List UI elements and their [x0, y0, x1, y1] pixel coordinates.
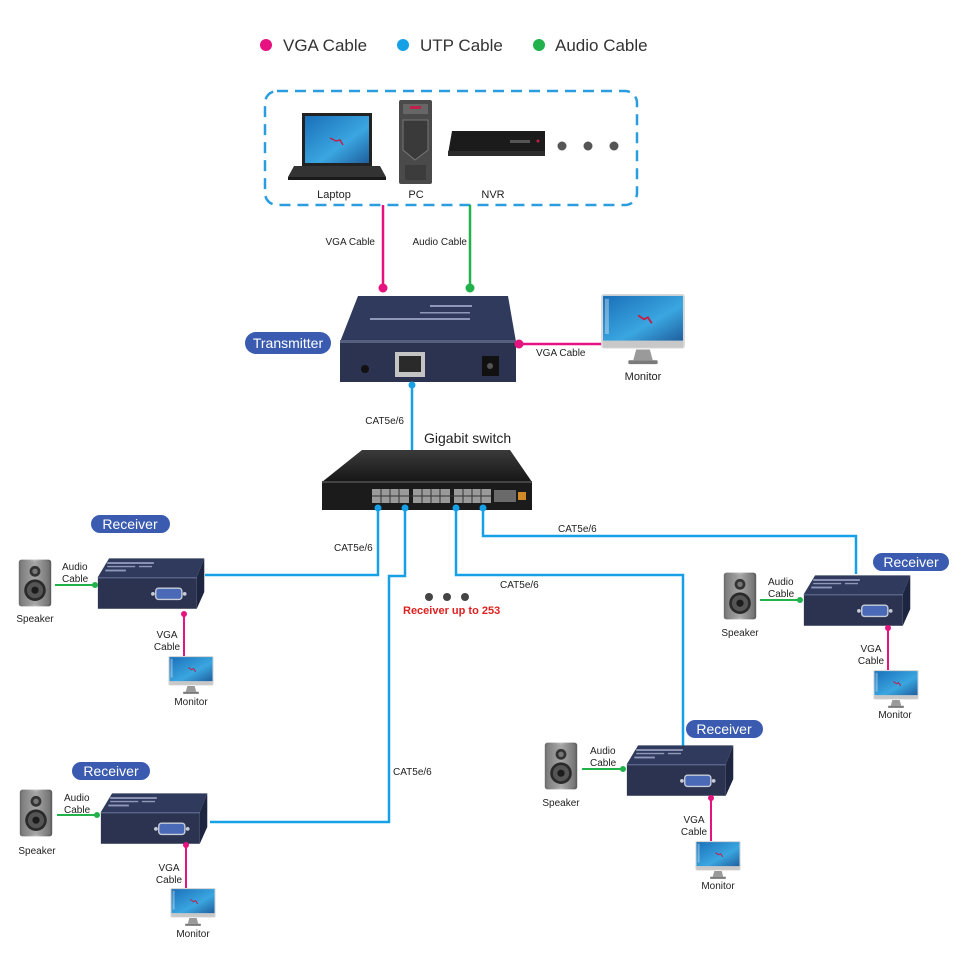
receiver-3: Receiver Speaker Audio Cable VGA Cable M… — [542, 720, 763, 892]
utp-line-rx4 — [481, 508, 858, 574]
tx-switch-link: CAT5e/6 — [365, 381, 416, 450]
audio-label: Cable — [768, 589, 795, 600]
tx-switch-cable-label: CAT5e/6 — [365, 416, 404, 427]
switch-label: Gigabit switch — [424, 430, 511, 446]
audio-connector-dot — [465, 283, 475, 293]
receiver-pill-label: Receiver — [696, 721, 752, 737]
tx-monitor-icon — [600, 292, 686, 366]
speaker-label: Speaker — [721, 628, 759, 639]
transmitter-device — [340, 296, 516, 382]
speaker-icon — [18, 559, 52, 607]
monitor-label: Monitor — [176, 929, 210, 940]
vga-label: VGA — [156, 630, 177, 641]
audio-label: Cable — [64, 805, 91, 816]
monitor-label: Monitor — [701, 881, 735, 892]
receiver-pill-label: Receiver — [883, 554, 939, 570]
audio-cable-label: Audio Cable — [413, 237, 468, 248]
audio-dot-icon — [533, 39, 545, 51]
monitor-icon — [169, 887, 217, 927]
receiver-box-icon — [626, 744, 734, 797]
legend-label: UTP Cable — [420, 36, 503, 55]
legend: VGA Cable UTP Cable Audio Cable — [260, 36, 648, 55]
audio-label: Cable — [62, 574, 89, 585]
speaker-label: Speaker — [542, 798, 580, 809]
switch-port-dots — [374, 504, 487, 512]
receiver-1: Receiver Speaker Audio Cable VGA Cable M… — [16, 515, 215, 708]
gigabit-switch-icon — [322, 450, 532, 510]
audio-label: Cable — [590, 758, 617, 769]
receiver-box-icon — [97, 557, 205, 610]
receiver-pill — [686, 720, 763, 738]
utp-cables — [205, 508, 858, 824]
receiver-4: Receiver Speaker Audio Cable VGA Cable M… — [721, 553, 949, 721]
vga-label: VGA — [158, 863, 179, 874]
legend-label: VGA Cable — [283, 36, 367, 55]
receiver-pill — [873, 553, 949, 571]
source-box-border — [263, 89, 639, 207]
source-cables: VGA Cable Audio Cable — [326, 205, 475, 293]
tx-monitor-label: Monitor — [625, 371, 662, 383]
pc-tower-icon — [399, 100, 432, 184]
vga-label: Cable — [154, 642, 181, 653]
speaker-icon — [19, 789, 53, 837]
rx4-cable-label: CAT5e/6 — [558, 524, 597, 535]
monitor-icon — [167, 655, 215, 695]
audio-label: Audio — [590, 746, 616, 757]
legend-item-vga: VGA Cable — [260, 36, 367, 55]
legend-label: Audio Cable — [555, 36, 648, 55]
vga-label: Cable — [858, 656, 885, 667]
vga-label: Cable — [156, 875, 183, 886]
vga-label: Cable — [681, 827, 708, 838]
receiver-pill — [91, 515, 170, 533]
legend-item-utp: UTP Cable — [397, 36, 503, 55]
speaker-icon — [544, 742, 578, 790]
vga-label: VGA — [683, 815, 704, 826]
pc-label: PC — [408, 189, 423, 201]
receiver-box-icon — [803, 574, 911, 627]
receiver-box-icon — [100, 792, 208, 845]
receiver-pill-label: Receiver — [102, 516, 158, 532]
tx-vga-cable-label: VGA Cable — [536, 348, 586, 359]
more-receivers-dots-icon — [425, 593, 469, 601]
audio-label: Audio — [64, 793, 90, 804]
source-devices-group: Laptop PC NVR — [263, 89, 639, 207]
monitor-label: Monitor — [174, 697, 208, 708]
speaker-label: Speaker — [16, 614, 54, 625]
speaker-label: Speaker — [18, 846, 56, 857]
rx1-cable-label: CAT5e/6 — [334, 543, 373, 554]
monitor-icon — [872, 669, 920, 709]
rx2-cable-label: CAT5e/6 — [393, 767, 432, 778]
audio-label: Audio — [62, 562, 88, 573]
laptop-label: Laptop — [317, 189, 351, 201]
receiver-pill — [72, 762, 150, 780]
transmitter-pill: Transmitter — [245, 332, 331, 354]
nvr-label: NVR — [481, 189, 504, 201]
receiver-limit-note: Receiver up to 253 — [403, 605, 500, 617]
more-dots-icon — [557, 141, 619, 151]
receiver-pill-label: Receiver — [83, 763, 139, 779]
transmitter-pill-label: Transmitter — [253, 335, 324, 351]
vga-cable-label: VGA Cable — [326, 237, 376, 248]
utp-dot-icon — [397, 39, 409, 51]
utp-line-rx3 — [454, 508, 685, 748]
monitor-icon — [694, 840, 742, 880]
rx3-cable-label: CAT5e/6 — [500, 580, 539, 591]
nvr-icon — [448, 131, 545, 156]
speaker-icon — [723, 572, 757, 620]
vga-label: VGA — [860, 644, 881, 655]
legend-item-audio: Audio Cable — [533, 36, 648, 55]
vga-connector-dot — [378, 283, 388, 293]
audio-label: Audio — [768, 577, 794, 588]
tx-monitor-link: VGA Cable — [514, 339, 605, 359]
laptop-icon — [288, 113, 386, 180]
vga-dot-icon — [260, 39, 272, 51]
utp-line-rx2 — [210, 508, 407, 824]
utp-line-rx1 — [205, 508, 380, 577]
monitor-label: Monitor — [878, 710, 912, 721]
receiver-2: Receiver Speaker Audio Cable VGA Cable M… — [18, 762, 217, 940]
